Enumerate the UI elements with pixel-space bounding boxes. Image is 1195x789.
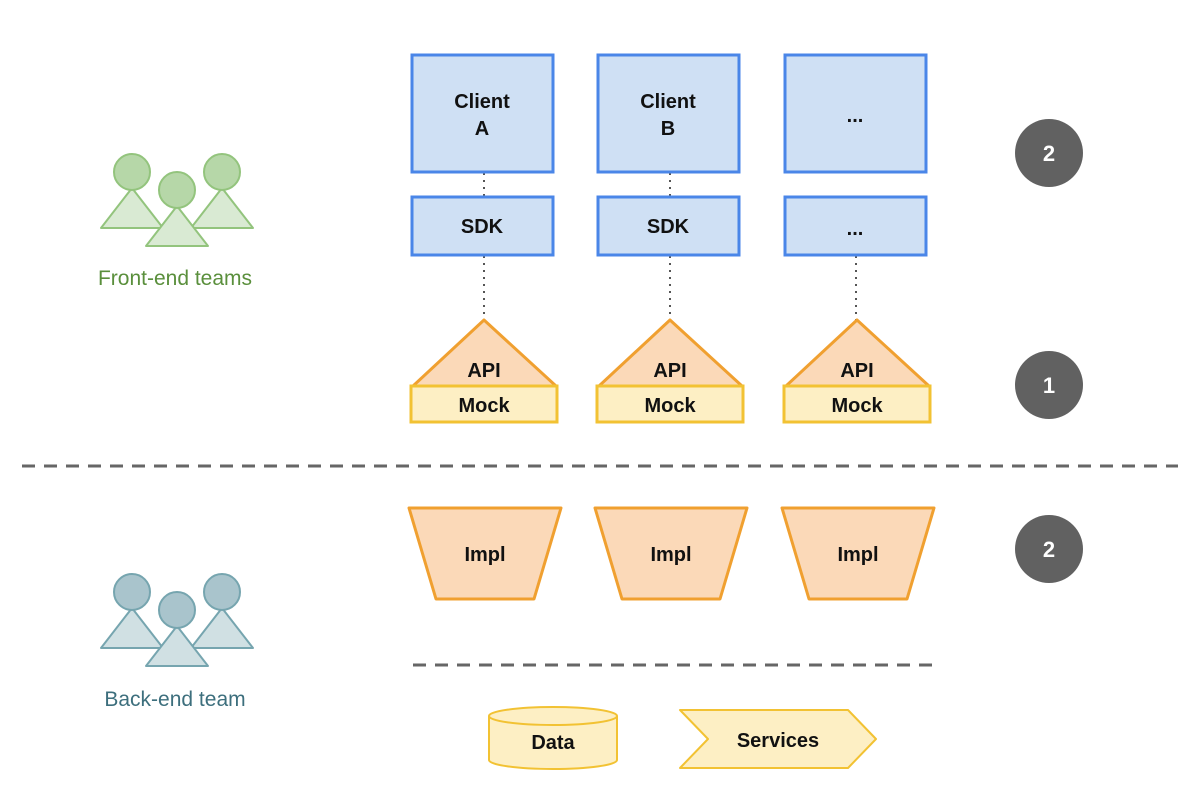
step-badge-label: 2 <box>1043 537 1055 562</box>
person-icon <box>190 153 254 229</box>
mock-box <box>409 384 559 424</box>
frontend-team-icon <box>100 153 254 247</box>
mock-box <box>595 384 745 424</box>
person-icon <box>100 573 164 649</box>
client-b-column: Client B SDK API Mock Impl <box>593 53 749 601</box>
impl-label: Impl <box>650 544 691 566</box>
sdk-box <box>596 195 741 257</box>
data-label: Data <box>531 732 575 754</box>
person-icon <box>190 573 254 649</box>
client-a-column: Client A SDK API Mock Impl <box>407 53 563 601</box>
person-icon <box>145 591 209 667</box>
step-badge-lower: 2 <box>1015 515 1083 583</box>
sdk-box <box>410 195 555 257</box>
mock-label: Mock <box>831 395 883 417</box>
person-icon <box>145 171 209 247</box>
impl-shape <box>780 506 936 601</box>
mock-label: Mock <box>458 395 510 417</box>
backend-team-icon <box>100 573 254 667</box>
step-badge-top: 2 <box>1015 119 1083 187</box>
person-icon <box>100 153 164 229</box>
impl-label: Impl <box>837 544 878 566</box>
services-chevron-icon: Services <box>679 709 877 769</box>
client-label-line1: ... <box>847 105 864 127</box>
step-badge-label: 2 <box>1043 141 1055 166</box>
client-label-line1: Client <box>454 91 510 113</box>
step-badge-label: 1 <box>1043 373 1055 398</box>
impl-shape <box>593 506 749 601</box>
client-box <box>410 53 555 174</box>
step-badge-middle: 1 <box>1015 351 1083 419</box>
sdk-label: SDK <box>461 216 504 238</box>
sdk-label: ... <box>847 218 864 240</box>
api-label: API <box>653 360 686 382</box>
client-label-line1: Client <box>640 91 696 113</box>
client-label-line2: B <box>661 118 675 140</box>
client-more-column: ... ... API Mock Impl <box>780 53 936 601</box>
mock-label: Mock <box>644 395 696 417</box>
api-label: API <box>840 360 873 382</box>
sdk-box <box>783 195 928 257</box>
mock-box <box>782 384 932 424</box>
services-label: Services <box>737 730 819 752</box>
impl-shape <box>407 506 563 601</box>
frontend-teams-label: Front-end teams <box>98 267 252 290</box>
backend-team-label: Back-end team <box>104 688 245 711</box>
data-cylinder-icon: Data <box>488 706 618 770</box>
impl-label: Impl <box>464 544 505 566</box>
client-label-line2: A <box>475 118 489 140</box>
sdk-label: SDK <box>647 216 690 238</box>
api-label: API <box>467 360 500 382</box>
client-box <box>783 53 928 174</box>
client-box <box>596 53 741 174</box>
